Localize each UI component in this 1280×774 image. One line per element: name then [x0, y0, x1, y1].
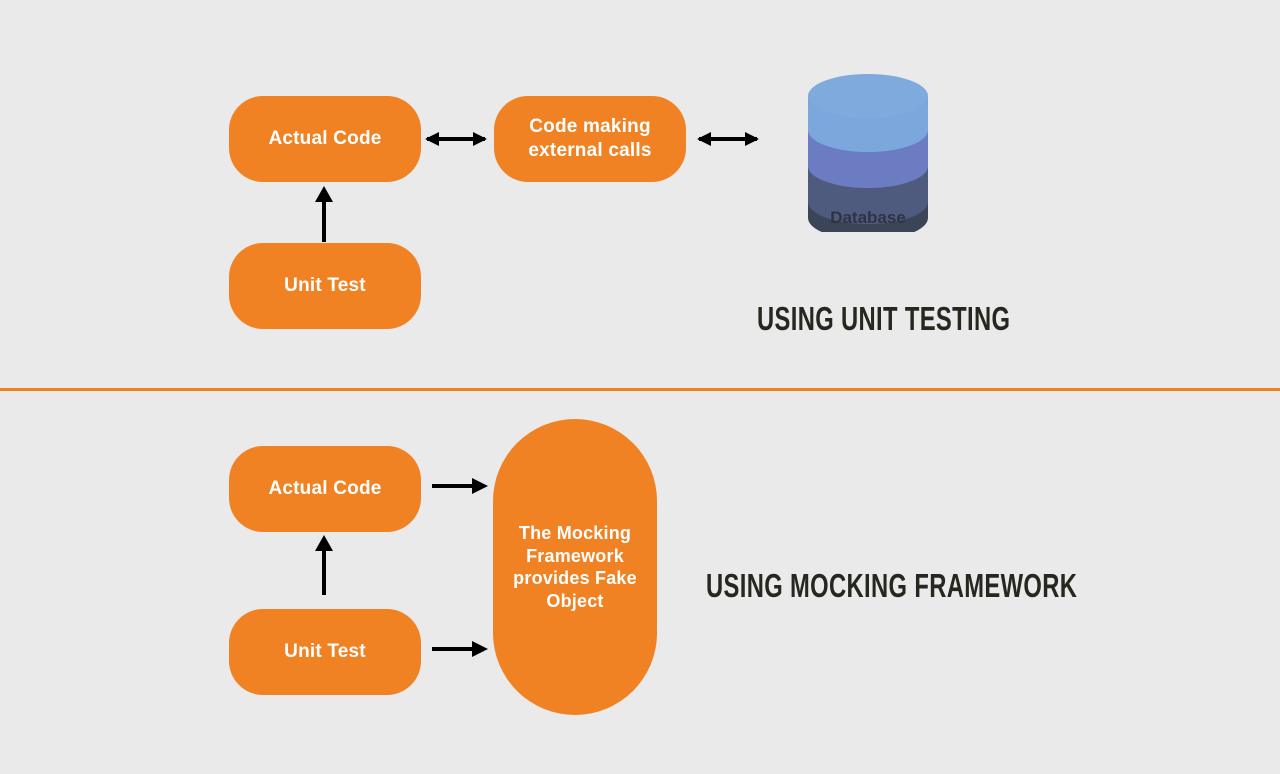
section-title-using-unit-testing: USING UNIT TESTING [757, 300, 1011, 337]
box-unit-test-bottom: Unit Test [229, 609, 421, 695]
box-mocking-framework: The Mocking Framework provides Fake Obje… [493, 419, 657, 715]
section-title-using-mocking-framework: USING MOCKING FRAMEWORK [706, 567, 1078, 604]
double-arrow-icon-code-to-external [425, 125, 487, 153]
double-arrow-icon-external-to-database [697, 125, 759, 153]
box-code-making-external-calls: Code making external calls [494, 96, 686, 182]
right-arrow-icon-unit-test-to-mock [432, 635, 488, 663]
box-unit-test-top: Unit Test [229, 243, 421, 329]
up-arrow-icon-unit-test-to-actual-code-bottom [310, 535, 338, 597]
section-divider [0, 388, 1280, 391]
database-cylinder-icon [806, 70, 930, 240]
box-actual-code-top: Actual Code [229, 96, 421, 182]
up-arrow-icon-unit-test-to-actual-code-top [310, 186, 338, 244]
right-arrow-icon-actual-code-to-mock [432, 472, 488, 500]
database-label: Database [830, 208, 906, 227]
box-actual-code-bottom: Actual Code [229, 446, 421, 532]
